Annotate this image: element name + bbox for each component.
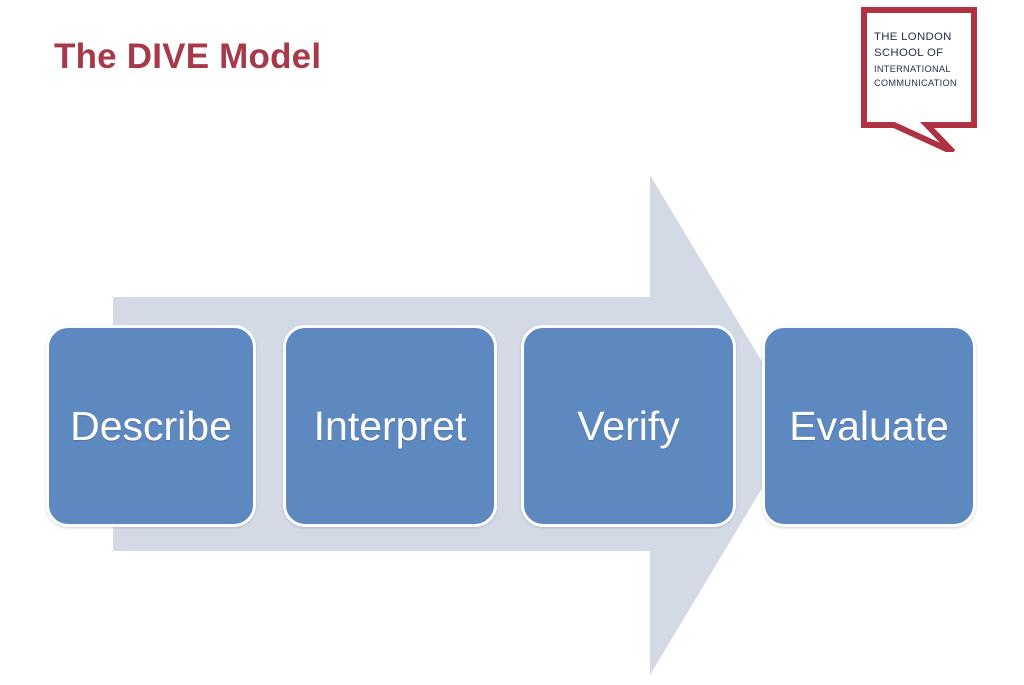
- step-label: Evaluate: [789, 402, 949, 449]
- step-box-describe[interactable]: Describe: [46, 325, 256, 527]
- step-label: Describe: [70, 402, 232, 449]
- step-label: Verify: [577, 402, 680, 449]
- page-title: The DIVE Model: [54, 37, 322, 76]
- logo: THE LONDON SCHOOL OF INTERNATIONAL COMMU…: [861, 7, 977, 152]
- svg-text:INTERNATIONAL: INTERNATIONAL: [874, 64, 951, 74]
- logo-text: THE LONDON SCHOOL OF INTERNATIONAL COMMU…: [874, 31, 957, 88]
- svg-text:COMMUNICATION: COMMUNICATION: [874, 78, 957, 88]
- svg-text:SCHOOL OF: SCHOOL OF: [874, 47, 943, 59]
- step-label: Interpret: [313, 402, 467, 449]
- step-box-evaluate[interactable]: Evaluate: [762, 325, 976, 527]
- step-box-verify[interactable]: Verify: [521, 325, 736, 527]
- svg-text:THE LONDON: THE LONDON: [874, 31, 952, 43]
- logo-speech-bubble-icon: [861, 7, 977, 152]
- step-box-interpret[interactable]: Interpret: [283, 325, 497, 527]
